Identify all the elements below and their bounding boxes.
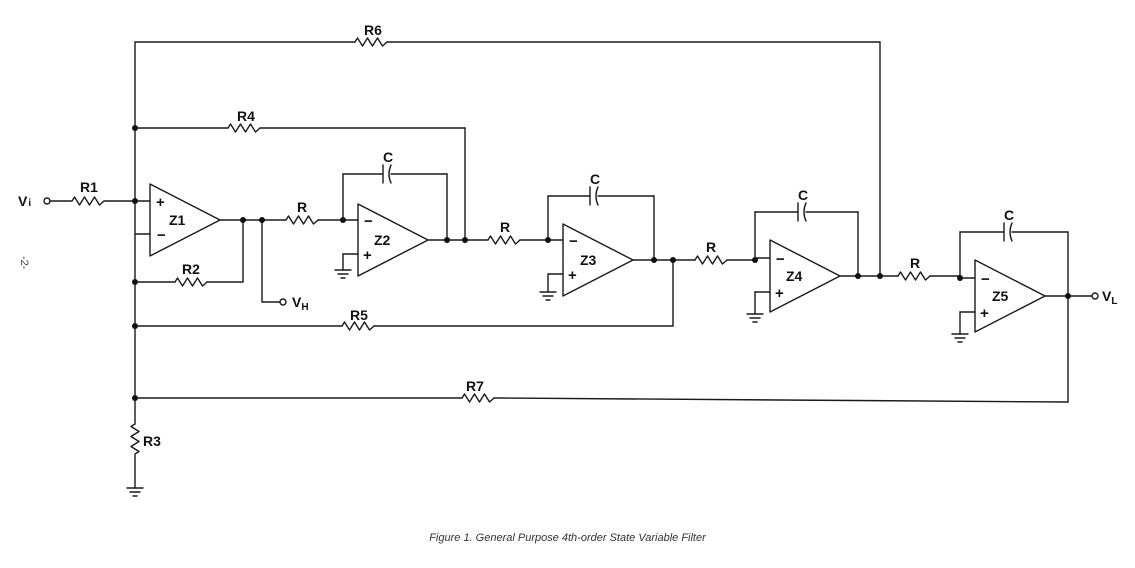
c-label-3: C [798, 187, 808, 203]
c-label-2: C [590, 171, 600, 187]
z5-label: Z5 [992, 288, 1009, 304]
r7-label: R7 [466, 378, 484, 394]
z2-minus-sign: − [364, 213, 373, 230]
z1-plus-sign: + [156, 194, 165, 211]
r-label-3: R [706, 239, 716, 255]
z5-plus-sign: + [980, 305, 989, 322]
page-number-side: -2- [18, 256, 30, 270]
r5-label: R5 [350, 307, 368, 323]
z4-label: Z4 [786, 268, 803, 284]
z4-plus-sign: + [775, 285, 784, 302]
r6-label: R6 [364, 22, 382, 38]
r4-label: R4 [237, 108, 255, 124]
r3-label: R3 [143, 433, 161, 449]
z3-label: Z3 [580, 252, 597, 268]
z1-minus-sign: − [157, 227, 166, 244]
r1-label: R1 [80, 179, 98, 195]
figure-caption: Figure 1. General Purpose 4th-order Stat… [429, 532, 706, 544]
r-label-4: R [910, 255, 920, 271]
c-label-4: C [1004, 207, 1014, 223]
c-label-1: C [383, 149, 393, 165]
r2-label: R2 [182, 261, 200, 277]
vi-label: Vi [18, 193, 31, 209]
z4-minus-sign: − [776, 251, 785, 268]
z2-plus-sign: + [363, 247, 372, 264]
z1-label: Z1 [169, 212, 186, 228]
z3-plus-sign: + [568, 267, 577, 284]
vh-label: VH [292, 294, 309, 313]
vl-label: VL [1102, 288, 1117, 307]
r-label-2: R [500, 219, 510, 235]
z5-minus-sign: − [981, 271, 990, 288]
z2-label: Z2 [374, 232, 391, 248]
r-label-1: R [297, 199, 307, 215]
z3-minus-sign: − [569, 233, 578, 250]
